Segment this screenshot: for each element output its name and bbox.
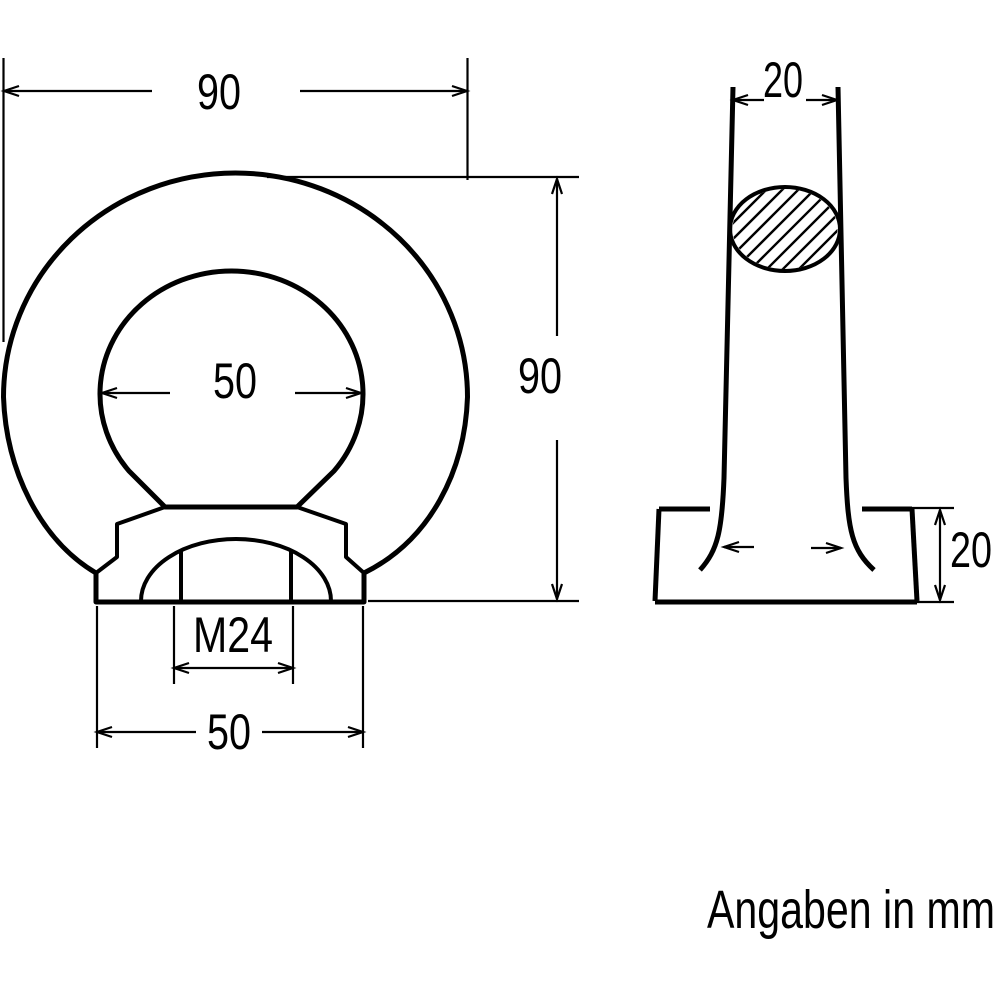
dim-outer-width: 90 [0, 58, 471, 342]
arrowhead [347, 725, 367, 739]
hatch-lines [732, 189, 838, 269]
dim-label-outer-width: 90 [197, 64, 241, 120]
hatch-line [732, 189, 838, 269]
arrowhead [550, 583, 564, 603]
arrowhead [821, 93, 841, 107]
arrowhead [550, 175, 564, 195]
arrowhead [345, 386, 365, 400]
arrowhead [933, 506, 947, 526]
front-view [1, 170, 470, 605]
hatch-line [763, 189, 838, 269]
ring-cross-section [728, 185, 842, 273]
arrowhead [451, 84, 471, 98]
ring-profile-left [698, 86, 736, 572]
arrowhead [170, 661, 190, 675]
arrowhead [729, 93, 749, 107]
dim-eye-inner-diameter: 50 [98, 353, 365, 409]
arrowhead [825, 541, 845, 555]
arrowhead [933, 584, 947, 604]
base-right-edge [909, 508, 920, 602]
dim-base-height: 20 [912, 506, 992, 604]
thread-dome [139, 537, 333, 602]
dim-thread: M24 [170, 606, 297, 684]
outer-silhouette [1, 170, 470, 605]
shank-width-arrows [720, 540, 845, 555]
arrowhead [720, 540, 740, 554]
cross-section-outline [728, 185, 842, 273]
hatch-line [732, 189, 838, 269]
arrowhead [277, 661, 297, 675]
arrowhead [98, 386, 118, 400]
ring-profile-right [835, 86, 876, 572]
collar-left [94, 505, 166, 575]
dim-label-base-height: 20 [950, 522, 992, 578]
dim-label-overall-height: 90 [518, 348, 562, 404]
units-note: Angaben in mm [707, 880, 995, 940]
arrowhead [93, 725, 113, 739]
inner-hole [97, 268, 366, 510]
hatch-line [732, 189, 838, 269]
dim-label-eye-inner-diameter: 50 [213, 353, 257, 409]
base-left-edge [652, 508, 662, 602]
dim-label-ring-thickness: 20 [763, 52, 803, 108]
side-view [652, 86, 920, 605]
dim-label-thread: M24 [193, 607, 273, 663]
dim-base-width: 50 [93, 606, 367, 760]
dim-overall-height: 90 [267, 175, 579, 603]
hatch-line [732, 189, 838, 269]
collar-right [296, 505, 366, 575]
dim-ring-thickness: 20 [729, 52, 841, 108]
arrowhead [0, 84, 20, 98]
hatch-line [732, 189, 838, 269]
hatch-line [732, 189, 838, 269]
dim-label-base-width: 50 [207, 704, 251, 760]
